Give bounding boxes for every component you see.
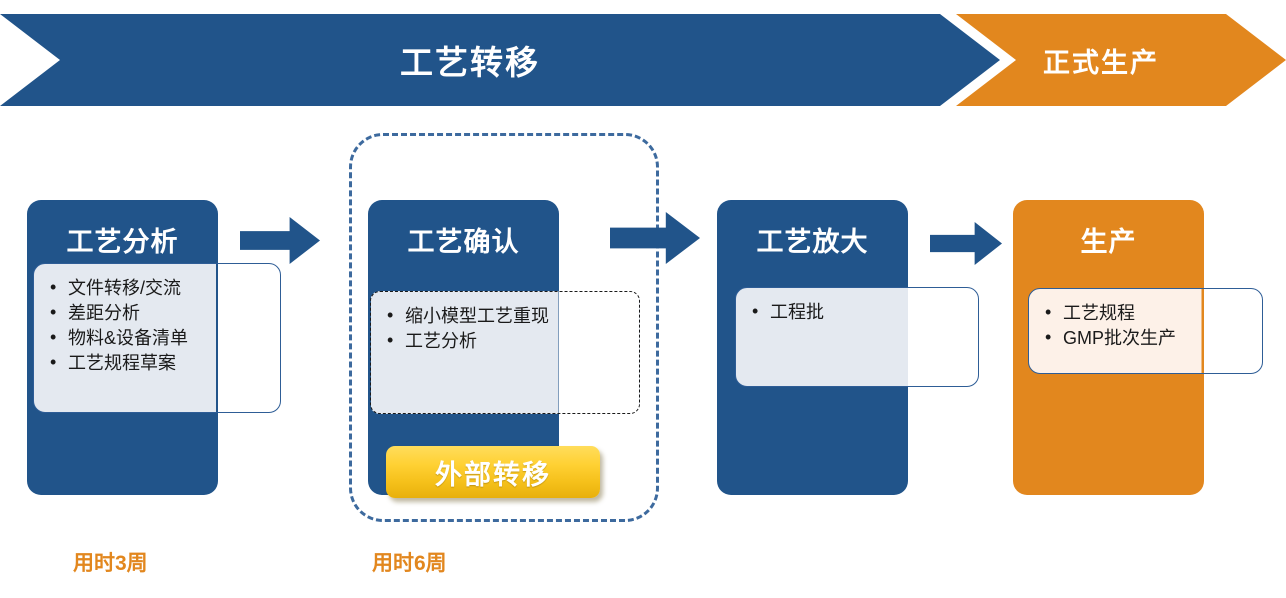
banner-process-transfer-label: 工艺转移 bbox=[400, 44, 540, 81]
arrow-stage3-to-stage4-icon bbox=[930, 222, 1002, 265]
bullet-list-process-scale-up: 工程批 bbox=[750, 299, 968, 325]
stage-title-process-scale-up: 工艺放大 bbox=[756, 227, 869, 257]
external-transfer-group-outline bbox=[349, 133, 659, 522]
list-item: 工程批 bbox=[750, 299, 968, 325]
list-item: 工艺规程 bbox=[1043, 300, 1252, 326]
external-transfer-badge[interactable]: 外部转移 bbox=[386, 446, 600, 498]
stage-title-production: 生产 bbox=[1080, 227, 1137, 257]
banner-process-transfer: 工艺转移 bbox=[0, 14, 1000, 106]
list-item: 工艺规程草案 bbox=[48, 350, 270, 376]
stage-title-process-confirmation: 工艺确认 bbox=[407, 227, 520, 257]
arrow-stage1-to-stage2-icon bbox=[240, 217, 320, 264]
banner-formal-production-label: 正式生产 bbox=[1043, 47, 1159, 78]
bullet-list-production: 工艺规程 GMP批次生产 bbox=[1043, 300, 1252, 351]
list-item: 差距分析 bbox=[48, 300, 270, 326]
list-item: 文件转移/交流 bbox=[48, 275, 270, 301]
list-item: 缩小模型工艺重现 bbox=[385, 303, 629, 329]
bullet-box-process-analysis: 文件转移/交流 差距分析 物料&设备清单 工艺规程草案 bbox=[33, 263, 281, 413]
bullet-box-process-scale-up: 工程批 bbox=[735, 287, 979, 387]
banner-formal-production: 正式生产 bbox=[956, 14, 1286, 106]
list-item: 工艺分析 bbox=[385, 328, 629, 354]
duration-label-process-analysis: 用时3周 bbox=[73, 552, 148, 575]
stage-title-process-analysis: 工艺分析 bbox=[66, 227, 179, 257]
bullet-box-production: 工艺规程 GMP批次生产 bbox=[1028, 288, 1263, 374]
external-transfer-badge-label: 外部转移 bbox=[435, 459, 551, 490]
bullet-list-process-confirmation: 缩小模型工艺重现 工艺分析 bbox=[385, 303, 629, 354]
duration-label-process-confirmation: 用时6周 bbox=[372, 552, 447, 575]
bullet-box-process-confirmation: 缩小模型工艺重现 工艺分析 bbox=[370, 291, 640, 414]
list-item: GMP批次生产 bbox=[1043, 325, 1252, 351]
bullet-list-process-analysis: 文件转移/交流 差距分析 物料&设备清单 工艺规程草案 bbox=[48, 275, 270, 376]
list-item: 物料&设备清单 bbox=[48, 325, 270, 351]
